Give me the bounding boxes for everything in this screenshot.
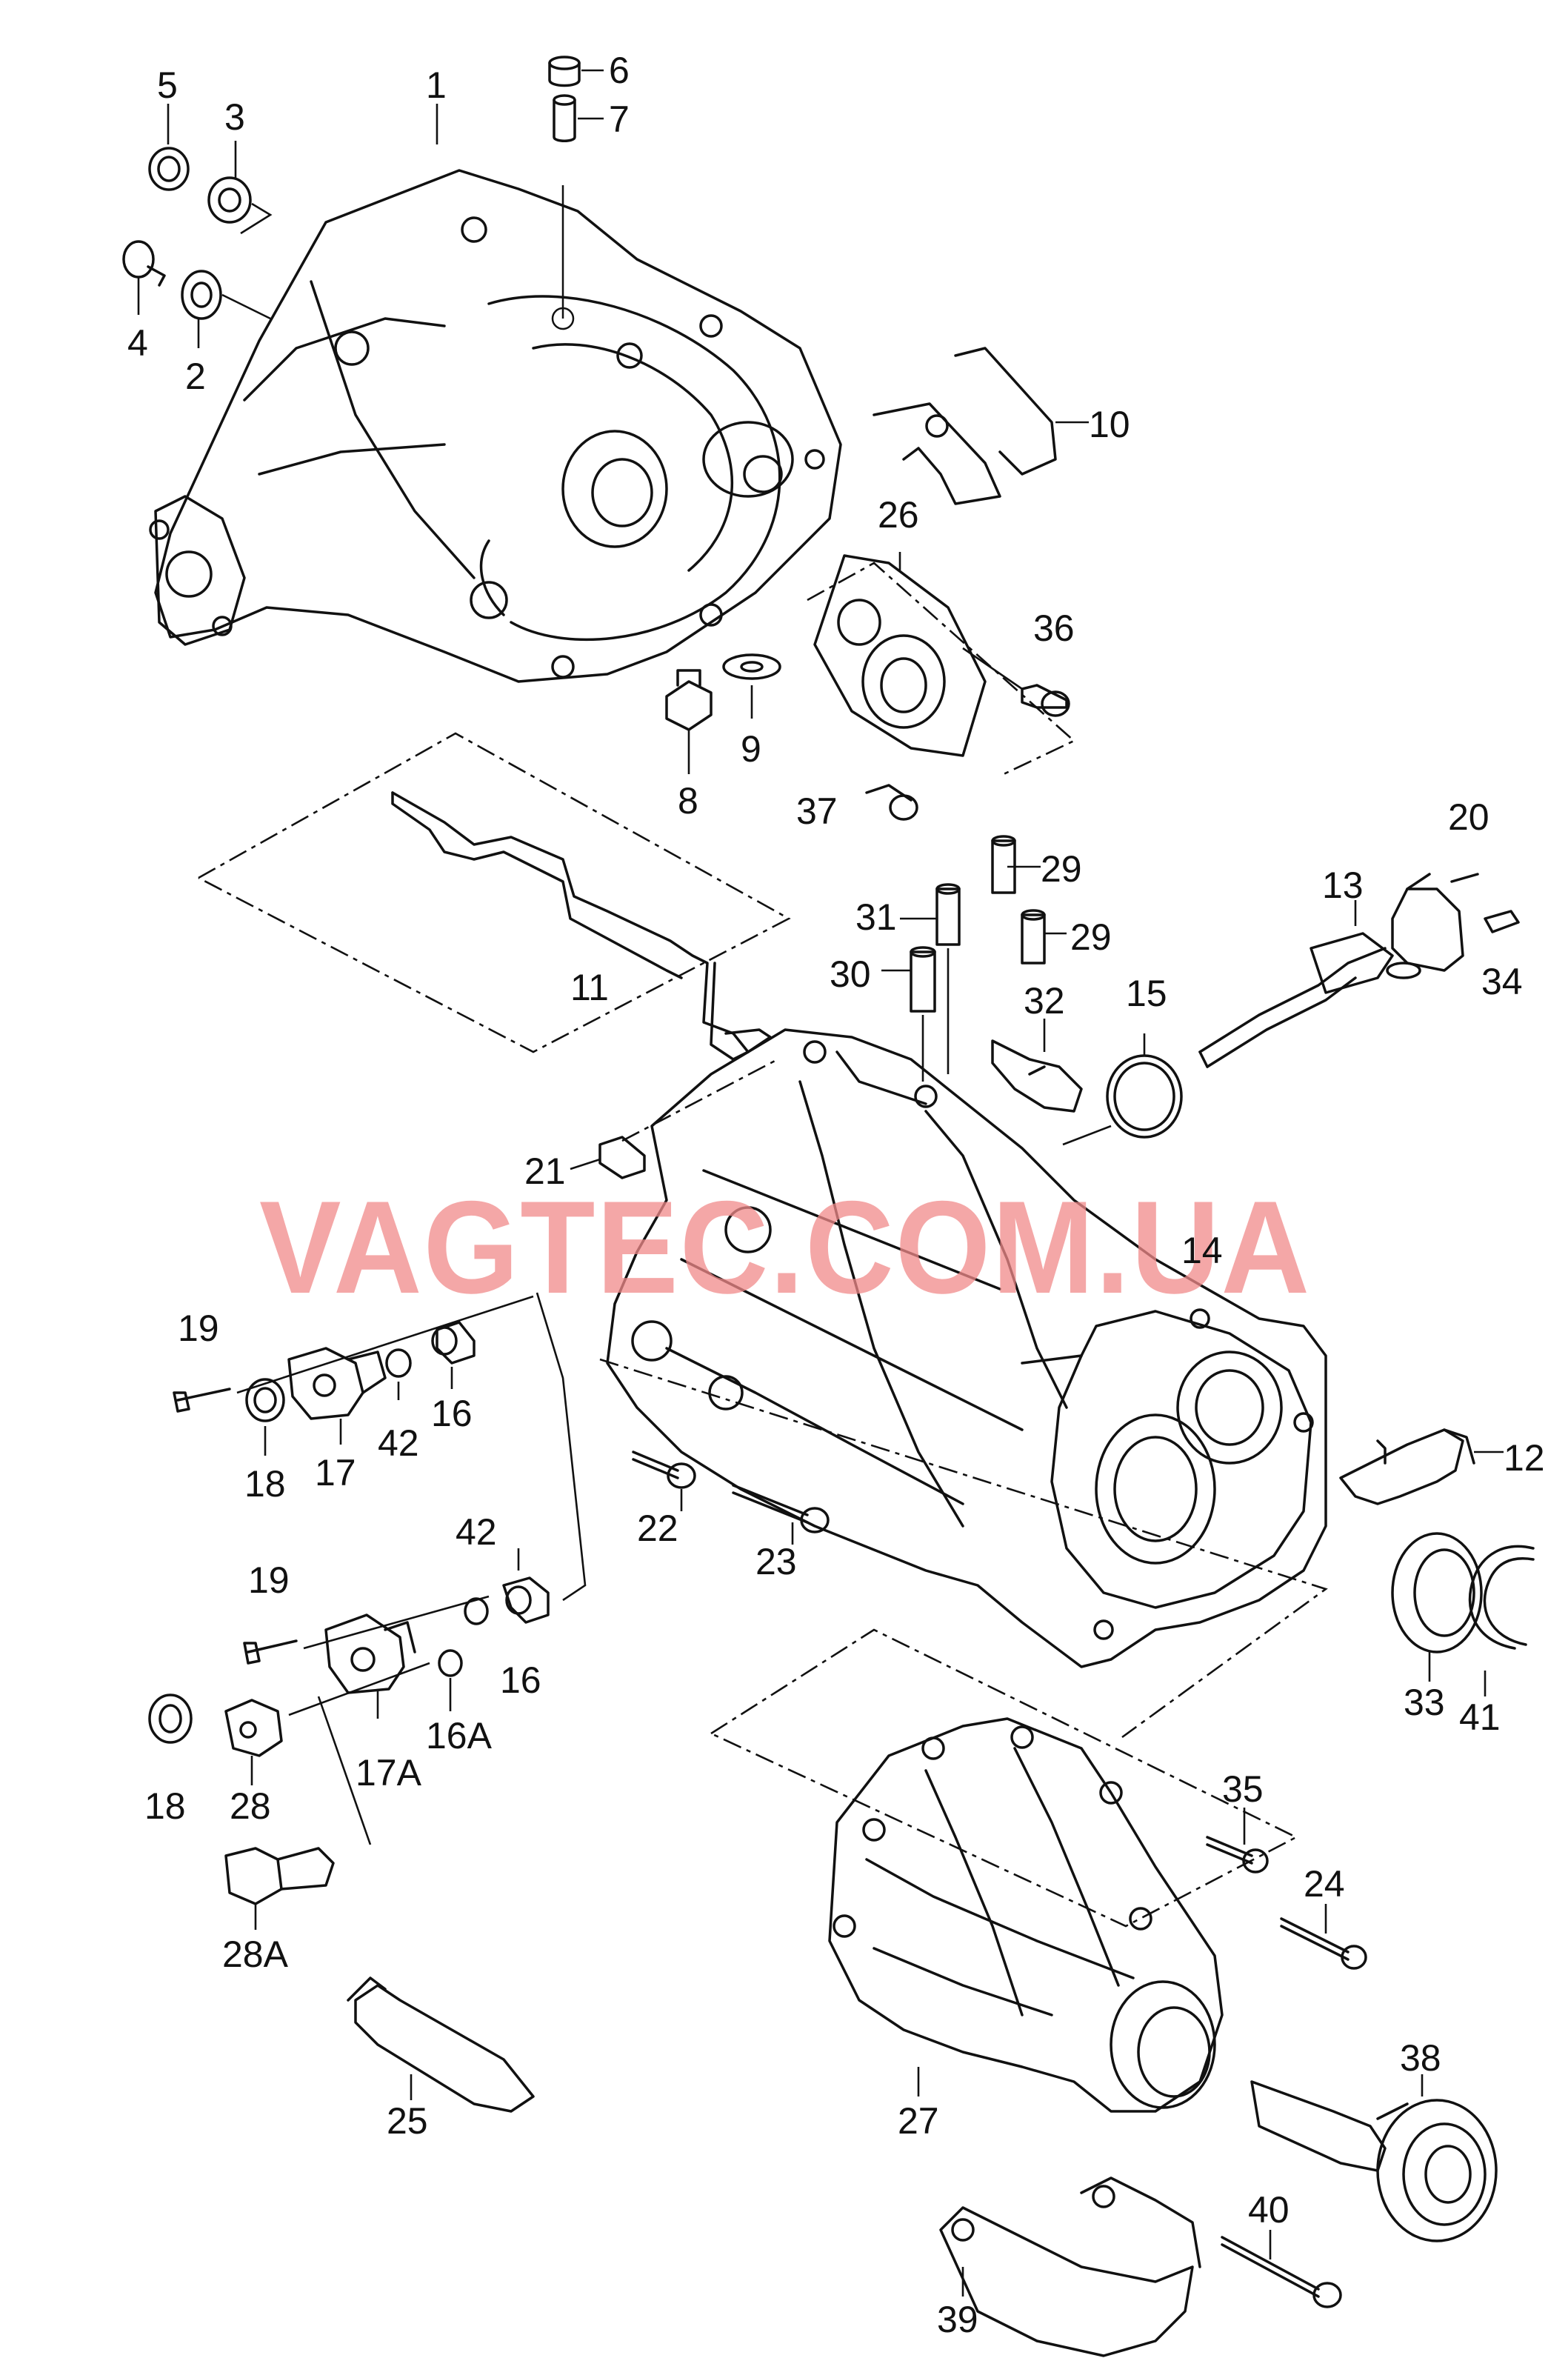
callout-17: 17 [315, 1452, 356, 1493]
parts-33-41-seal-circlip [1391, 1532, 1535, 1696]
callout-20: 20 [1448, 796, 1489, 838]
callout-29-upper: 29 [1041, 848, 1082, 890]
callout-15: 15 [1126, 973, 1167, 1014]
callout-25: 25 [387, 2100, 428, 2142]
callout-40: 40 [1248, 2189, 1290, 2231]
callout-18-lower: 18 [144, 1785, 186, 1827]
callout-1: 1 [426, 64, 447, 106]
callout-6: 6 [609, 50, 630, 91]
callout-22: 22 [637, 1508, 678, 1549]
callout-13: 13 [1322, 865, 1364, 906]
part-12-sensor [1339, 1428, 1504, 1505]
callout-16-lower: 16 [500, 1659, 541, 1701]
parts-2-5-bearings-seals [122, 147, 273, 320]
callout-31: 31 [855, 896, 897, 938]
callout-38: 38 [1400, 2037, 1441, 2079]
callout-34: 34 [1481, 961, 1523, 1002]
part-11-selector-rod [391, 791, 772, 1061]
callout-5: 5 [157, 64, 178, 106]
callout-16A: 16A [426, 1715, 493, 1756]
callout-28: 28 [230, 1785, 271, 1827]
callout-30: 30 [830, 953, 871, 995]
callout-18-upper: 18 [244, 1463, 286, 1505]
callout-3: 3 [224, 96, 245, 138]
callout-35: 35 [1222, 1768, 1264, 1810]
callout-33: 33 [1404, 1682, 1445, 1723]
callout-26: 26 [878, 494, 919, 536]
part-10-bracket [873, 347, 1089, 505]
callout-42-upper: 42 [378, 1422, 419, 1464]
part-39-heat-shield [939, 2176, 1342, 2357]
callout-37: 37 [796, 790, 838, 832]
callout-23: 23 [755, 1541, 797, 1582]
parts-22-23-bolts [632, 1451, 830, 1545]
callout-leaders [137, 104, 438, 348]
part-1-clutch-housing [149, 169, 842, 683]
callout-19-upper: 19 [178, 1308, 219, 1349]
callout-8: 8 [678, 780, 698, 822]
callout-9: 9 [741, 728, 761, 770]
parts-6-7-plug-pin [548, 56, 604, 142]
callout-36: 36 [1033, 607, 1075, 649]
parts-24-35-bolts [1206, 1808, 1367, 1970]
callout-19-lower: 19 [248, 1559, 290, 1601]
part-27-rear-housing [828, 1717, 1224, 2113]
part-38-flange-shaft [1250, 2074, 1498, 2242]
callout-24: 24 [1304, 1863, 1345, 1905]
callout-7: 7 [609, 99, 630, 140]
callout-29-lower: 29 [1070, 916, 1112, 958]
parts-8-9-plug-washer [665, 653, 781, 774]
parts-29-32-pins-switch [881, 835, 1083, 1113]
callout-2: 2 [185, 356, 206, 397]
parts-16-19-lower-set [148, 1548, 550, 1930]
callout-21: 21 [524, 1150, 566, 1192]
callout-32: 32 [1024, 980, 1065, 1022]
part-14-gearbox-housing [606, 1028, 1327, 1668]
callout-12: 12 [1504, 1437, 1545, 1479]
callout-27: 27 [898, 2100, 939, 2142]
callout-numbers: 1 2 3 4 5 6 7 8 9 10 11 12 13 14 15 16 1… [127, 50, 1545, 2340]
part-26-cover-plate [813, 552, 1070, 821]
part-25-sealant-tube [347, 1976, 535, 2113]
watermark: VAGTEC.COM.UA [259, 1173, 1311, 1321]
part-13-shift-shaft [1062, 873, 1520, 1146]
part-21-dowel-pin [570, 1136, 646, 1179]
callout-41: 41 [1459, 1696, 1501, 1738]
callout-16-upper: 16 [431, 1393, 473, 1434]
callout-14: 14 [1181, 1230, 1223, 1271]
callout-4: 4 [127, 322, 148, 364]
callout-42-lower: 42 [456, 1511, 497, 1553]
callout-28A: 28A [222, 1934, 289, 1975]
callout-17A: 17A [356, 1752, 422, 1794]
callout-11: 11 [570, 967, 609, 1008]
callout-10: 10 [1089, 404, 1130, 445]
assembly-group-outlines [198, 562, 1328, 1928]
callout-39: 39 [937, 2299, 978, 2340]
parts-16-19-upper-set [173, 1292, 587, 1602]
